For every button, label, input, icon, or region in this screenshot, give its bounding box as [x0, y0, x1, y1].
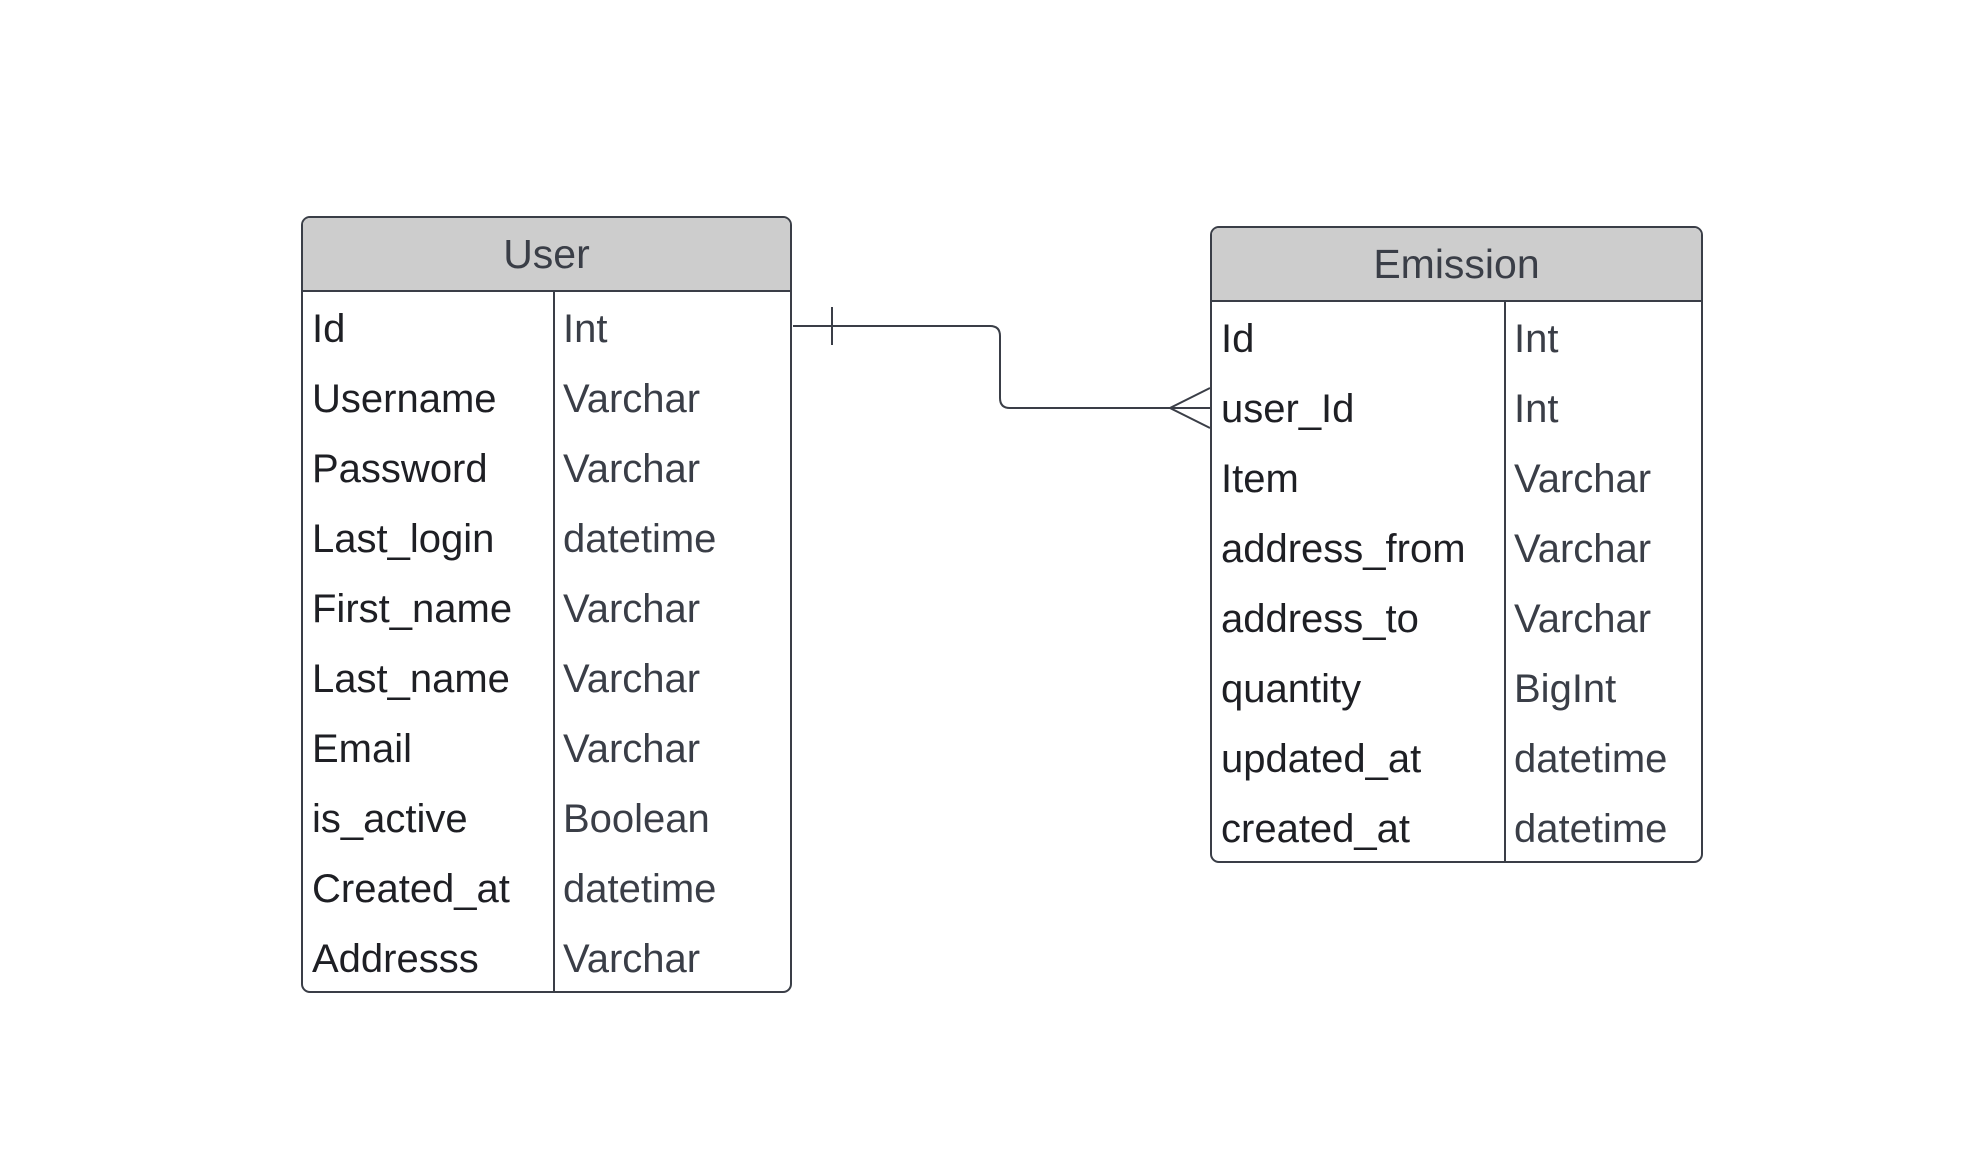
field-row[interactable]: First_name Varchar [303, 574, 790, 644]
field-type: datetime [1514, 806, 1668, 851]
field-name: user_Id [1221, 386, 1355, 431]
field-row[interactable]: Last_name Varchar [303, 644, 790, 714]
field-row[interactable]: created_at datetime [1212, 794, 1701, 861]
entity-title: User [303, 218, 790, 292]
many-cardinality-crowfoot [1167, 387, 1211, 429]
field-name: address_from [1221, 526, 1466, 571]
field-name: Password [312, 446, 488, 491]
field-row[interactable]: Password Varchar [303, 434, 790, 504]
entity-user[interactable]: User Id Int Username Varchar Password Va… [301, 216, 792, 993]
field-type: datetime [563, 516, 717, 561]
field-name: quantity [1221, 666, 1362, 711]
field-name: Id [312, 306, 346, 351]
column-divider [1504, 302, 1506, 861]
relationship-line [793, 325, 1210, 409]
field-name: Username [312, 376, 497, 421]
field-row[interactable]: quantity BigInt [1212, 654, 1701, 724]
field-row[interactable]: Created_at datetime [303, 854, 790, 924]
field-type: Varchar [563, 446, 701, 491]
field-row[interactable]: Last_login datetime [303, 504, 790, 574]
field-type: Boolean [563, 796, 710, 841]
field-row[interactable]: Item Varchar [1212, 444, 1701, 514]
entity-fields: Id Int Username Varchar Password Varchar… [303, 292, 790, 991]
field-name: Item [1221, 456, 1299, 501]
field-row[interactable]: updated_at datetime [1212, 724, 1701, 794]
field-type: datetime [1514, 736, 1668, 781]
field-type: Varchar [1514, 596, 1652, 641]
field-row[interactable]: Email Varchar [303, 714, 790, 784]
field-name: Id [1221, 316, 1255, 361]
field-type: Int [1514, 386, 1559, 431]
field-type: datetime [563, 866, 717, 911]
field-name: Last_login [312, 516, 495, 561]
field-type: Varchar [563, 936, 701, 981]
field-type: Varchar [563, 656, 701, 701]
field-name: Addresss [312, 936, 479, 981]
column-divider [553, 292, 555, 991]
field-name: address_to [1221, 596, 1419, 641]
field-row[interactable]: is_active Boolean [303, 784, 790, 854]
field-name: created_at [1221, 806, 1411, 851]
field-row[interactable]: Id Int [1212, 304, 1701, 374]
field-name: Email [312, 726, 413, 771]
field-row[interactable]: Username Varchar [303, 364, 790, 434]
field-type: Varchar [1514, 456, 1652, 501]
entity-title: Emission [1212, 228, 1701, 302]
field-row[interactable]: address_to Varchar [1212, 584, 1701, 654]
entity-emission[interactable]: Emission Id Int user_Id Int Item Varchar… [1210, 226, 1703, 863]
field-row[interactable]: Id Int [303, 294, 790, 364]
field-name: First_name [312, 586, 513, 631]
field-type: Varchar [563, 586, 701, 631]
field-name: Created_at [312, 866, 510, 911]
field-row[interactable]: user_Id Int [1212, 374, 1701, 444]
field-type: Varchar [1514, 526, 1652, 571]
field-name: is_active [312, 796, 468, 841]
field-type: BigInt [1514, 666, 1617, 711]
field-type: Int [563, 306, 608, 351]
field-type: Varchar [563, 376, 701, 421]
field-row[interactable]: address_from Varchar [1212, 514, 1701, 584]
entity-fields: Id Int user_Id Int Item Varchar address_… [1212, 302, 1701, 861]
field-type: Varchar [563, 726, 701, 771]
field-name: Last_name [312, 656, 510, 701]
field-type: Int [1514, 316, 1559, 361]
field-row[interactable]: Addresss Varchar [303, 924, 790, 991]
field-name: updated_at [1221, 736, 1422, 781]
